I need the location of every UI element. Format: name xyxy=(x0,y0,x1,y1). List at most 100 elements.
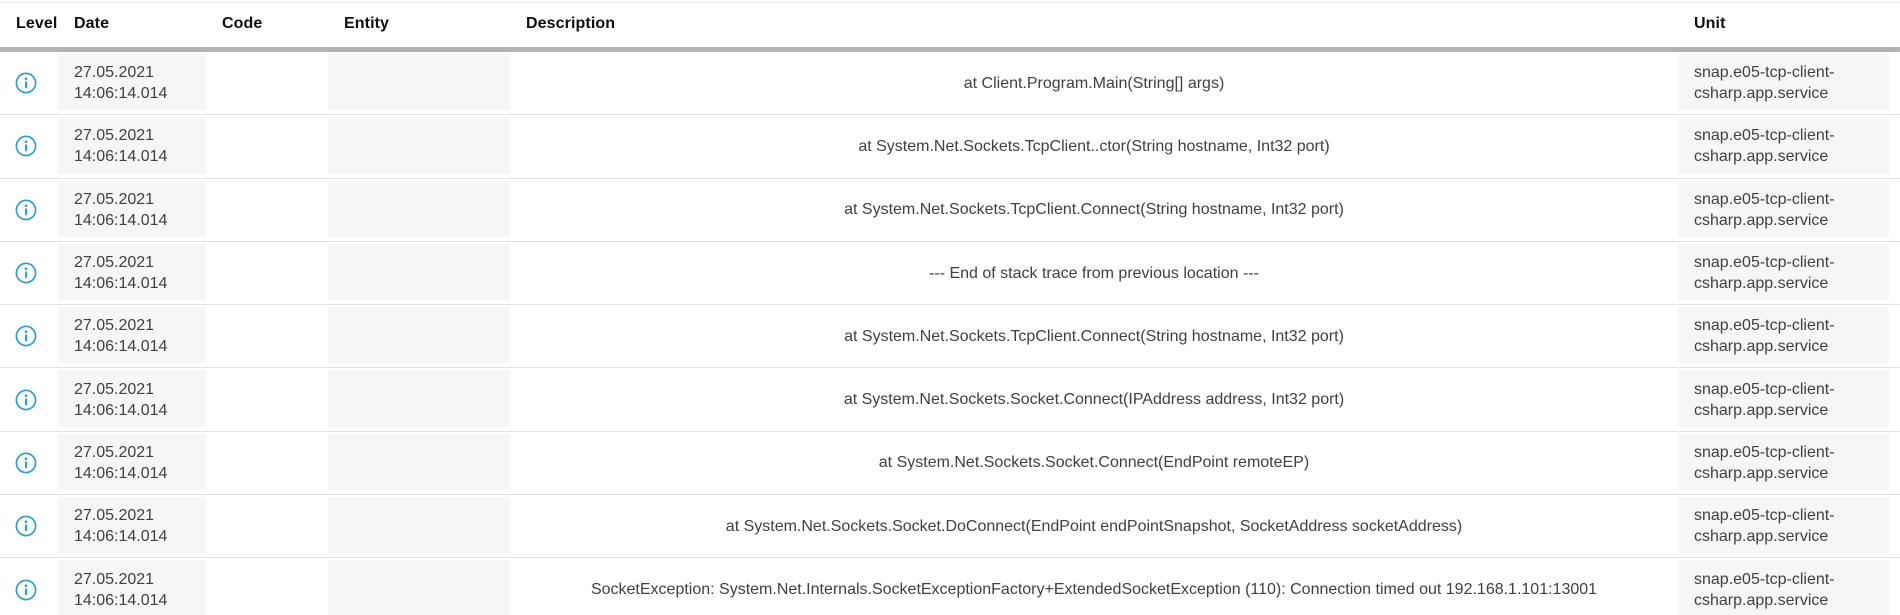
code-cell xyxy=(206,432,328,494)
time-value: 14:06:14.014 xyxy=(74,528,168,546)
date-cell: 27.05.2021 14:06:14.014 xyxy=(58,115,206,178)
description-text: --- End of stack trace from previous loc… xyxy=(929,264,1259,282)
column-header-code: Code xyxy=(222,15,263,32)
table-row: 27.05.2021 14:06:14.014 at System.Net.So… xyxy=(0,368,1900,432)
level-cell xyxy=(0,368,58,430)
description-text: at System.Net.Sockets.Socket.Connect(End… xyxy=(878,454,1310,472)
date-value: 27.05.2021 xyxy=(74,64,155,82)
table-row: 27.05.2021 14:06:14.014 at System.Net.So… xyxy=(0,178,1900,242)
scrollbar-gutter xyxy=(1889,368,1900,430)
date-value: 27.05.2021 xyxy=(74,127,155,145)
scrollbar-gutter xyxy=(1889,558,1900,615)
entity-cell xyxy=(328,495,510,558)
unit-cell: snap.e05-tcp-client-csharp.app.service xyxy=(1678,431,1889,495)
info-icon[interactable] xyxy=(15,579,37,601)
entity-cell xyxy=(328,115,510,178)
code-cell xyxy=(206,242,328,304)
description-text: at Client.Program.Main(String[] args) xyxy=(963,74,1225,92)
description-text: SocketException: System.Net.Internals.So… xyxy=(590,581,1598,599)
description-cell: at System.Net.Sockets.TcpClient..ctor(St… xyxy=(510,115,1678,177)
date-value: 27.05.2021 xyxy=(74,507,155,525)
unit-text: snap.e05-tcp-client-csharp.app.service xyxy=(1694,190,1835,229)
entity-cell xyxy=(328,305,510,368)
table-header: Level Date Code Entity Description Unit xyxy=(0,0,1900,52)
column-header-unit: Unit xyxy=(1694,15,1726,32)
date-value: 27.05.2021 xyxy=(74,254,155,272)
column-header-description: Description xyxy=(526,15,616,32)
description-text: at System.Net.Sockets.TcpClient.Connect(… xyxy=(844,201,1344,219)
date-value: 27.05.2021 xyxy=(74,190,155,208)
time-value: 14:06:14.014 xyxy=(74,275,168,293)
date-value: 27.05.2021 xyxy=(74,443,155,461)
description-text: at System.Net.Sockets.Socket.DoConnect(E… xyxy=(725,517,1463,535)
level-cell xyxy=(0,242,58,304)
info-icon[interactable] xyxy=(15,262,37,284)
time-value: 14:06:14.014 xyxy=(74,464,168,482)
level-cell xyxy=(0,179,58,241)
unit-cell: snap.e05-tcp-client-csharp.app.service xyxy=(1678,368,1889,431)
unit-cell: snap.e05-tcp-client-csharp.app.service xyxy=(1678,241,1889,305)
unit-text: snap.e05-tcp-client-csharp.app.service xyxy=(1694,507,1835,546)
date-cell: 27.05.2021 14:06:14.014 xyxy=(58,241,206,305)
unit-text: snap.e05-tcp-client-csharp.app.service xyxy=(1694,380,1835,419)
description-text: at System.Net.Sockets.TcpClient..ctor(St… xyxy=(858,137,1330,155)
level-cell xyxy=(0,52,58,114)
level-cell xyxy=(0,305,58,367)
time-value: 14:06:14.014 xyxy=(74,85,168,103)
date-value: 27.05.2021 xyxy=(74,570,155,588)
description-text: at System.Net.Sockets.TcpClient.Connect(… xyxy=(844,327,1344,345)
info-icon[interactable] xyxy=(15,515,37,537)
level-cell xyxy=(0,558,58,615)
entity-cell xyxy=(328,558,510,615)
code-cell xyxy=(206,305,328,367)
date-cell: 27.05.2021 14:06:14.014 xyxy=(58,305,206,368)
scrollbar-gutter xyxy=(1889,52,1900,114)
description-cell: at System.Net.Sockets.Socket.Connect(End… xyxy=(510,432,1678,494)
unit-text: snap.e05-tcp-client-csharp.app.service xyxy=(1694,570,1835,609)
date-cell: 27.05.2021 14:06:14.014 xyxy=(58,178,206,241)
code-cell xyxy=(206,558,328,615)
column-header-date: Date xyxy=(74,15,110,32)
table-row: 27.05.2021 14:06:14.014 at System.Net.So… xyxy=(0,305,1900,369)
table-row: 27.05.2021 14:06:14.014 at System.Net.So… xyxy=(0,495,1900,559)
info-icon[interactable] xyxy=(15,452,37,474)
date-value: 27.05.2021 xyxy=(74,380,155,398)
unit-text: snap.e05-tcp-client-csharp.app.service xyxy=(1694,127,1835,166)
unit-cell: snap.e05-tcp-client-csharp.app.service xyxy=(1678,115,1889,178)
table-row: 27.05.2021 14:06:14.014 at System.Net.So… xyxy=(0,115,1900,179)
table-body: 27.05.2021 14:06:14.014 at Client.Progra… xyxy=(0,52,1900,615)
info-icon[interactable] xyxy=(15,135,37,157)
scrollbar-gutter xyxy=(1889,242,1900,304)
date-value: 27.05.2021 xyxy=(74,317,155,335)
info-icon[interactable] xyxy=(15,389,37,411)
description-cell: at System.Net.Sockets.TcpClient.Connect(… xyxy=(510,179,1678,241)
scrollbar-gutter xyxy=(1889,495,1900,557)
description-cell: at Client.Program.Main(String[] args) xyxy=(510,52,1678,114)
column-header-entity: Entity xyxy=(344,15,390,32)
unit-cell: snap.e05-tcp-client-csharp.app.service xyxy=(1678,305,1889,368)
info-icon[interactable] xyxy=(15,199,37,221)
scrollbar-gutter xyxy=(1889,305,1900,367)
time-value: 14:06:14.014 xyxy=(74,148,168,166)
code-cell xyxy=(206,52,328,114)
unit-cell: snap.e05-tcp-client-csharp.app.service xyxy=(1678,52,1889,115)
description-text: at System.Net.Sockets.Socket.Connect(IPA… xyxy=(843,391,1345,409)
scrollbar-gutter xyxy=(1889,432,1900,494)
entity-cell xyxy=(328,368,510,431)
description-cell: SocketException: System.Net.Internals.So… xyxy=(510,558,1678,615)
description-cell: --- End of stack trace from previous loc… xyxy=(510,242,1678,304)
column-header-level: Level xyxy=(16,15,58,32)
time-value: 14:06:14.014 xyxy=(74,591,168,609)
time-value: 14:06:14.014 xyxy=(74,338,168,356)
info-icon[interactable] xyxy=(15,325,37,347)
date-cell: 27.05.2021 14:06:14.014 xyxy=(58,52,206,115)
unit-text: snap.e05-tcp-client-csharp.app.service xyxy=(1694,317,1835,356)
unit-cell: snap.e05-tcp-client-csharp.app.service xyxy=(1678,558,1889,615)
info-icon[interactable] xyxy=(15,72,37,94)
unit-text: snap.e05-tcp-client-csharp.app.service xyxy=(1694,64,1835,103)
date-cell: 27.05.2021 14:06:14.014 xyxy=(58,431,206,495)
entity-cell xyxy=(328,52,510,115)
code-cell xyxy=(206,368,328,430)
time-value: 14:06:14.014 xyxy=(74,401,168,419)
